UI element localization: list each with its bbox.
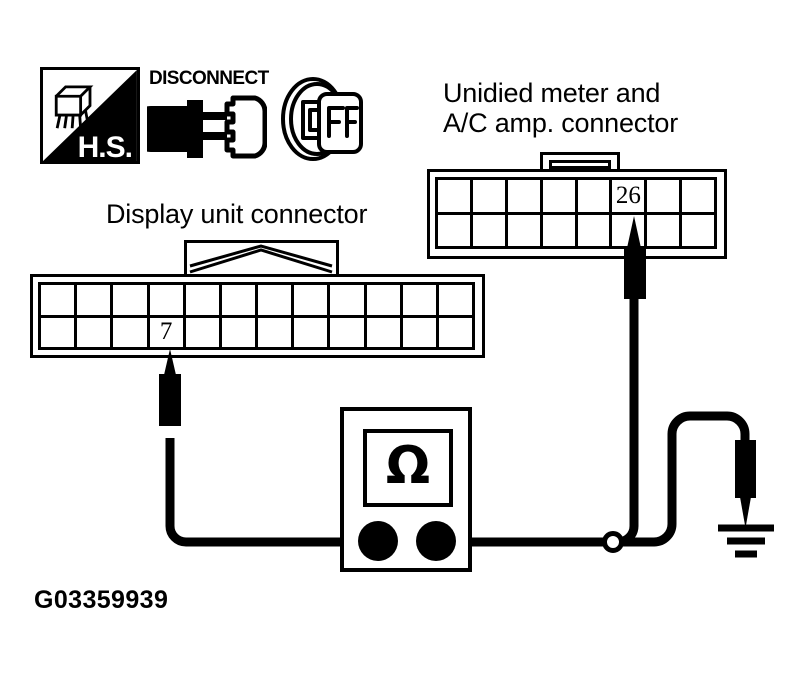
ohmmeter-left-terminal[interactable] bbox=[358, 521, 398, 561]
connector-pin-cell bbox=[77, 285, 111, 315]
connector-pin-cell bbox=[221, 285, 255, 315]
connector-pin-cell bbox=[402, 317, 436, 347]
connector-pin-cell bbox=[294, 317, 328, 347]
connector-pin-cell bbox=[438, 285, 472, 315]
ohmmeter-right-terminal[interactable] bbox=[416, 521, 456, 561]
connector-pin-cell bbox=[682, 214, 714, 246]
connector-pin-cell bbox=[438, 317, 472, 347]
wire-junction-node bbox=[602, 531, 624, 553]
ignition-off-icon bbox=[277, 72, 363, 164]
connector-pin-cell bbox=[507, 214, 540, 246]
ohmmeter-display: Ω bbox=[363, 429, 453, 507]
connector-pin-cell bbox=[577, 180, 610, 212]
wire-meter-to-display bbox=[165, 438, 340, 547]
unified-meter-ac-amp-connector[interactable]: 26 bbox=[427, 152, 727, 259]
unified-meter-label: Unidied meter and A/C amp. connector bbox=[443, 78, 679, 139]
connector-pin-cell bbox=[507, 180, 540, 212]
figure-code: G03359939 bbox=[34, 586, 169, 614]
display-unit-label: Display unit connector bbox=[106, 199, 368, 229]
connector-tab bbox=[184, 240, 339, 277]
connector-pin-cell bbox=[77, 317, 111, 347]
wire-junction-to-ground bbox=[613, 411, 750, 547]
connector-pin-cell bbox=[185, 285, 219, 315]
wire-meter-to-pin26 bbox=[472, 290, 639, 547]
connector-pin-cell bbox=[647, 214, 680, 246]
connector-pin-cell-26: 26 bbox=[612, 180, 645, 212]
connector-pin-cell bbox=[542, 180, 575, 212]
probe-display-pin-7 bbox=[159, 349, 181, 426]
connector-pin-cell bbox=[472, 180, 505, 212]
connector-pin-cell bbox=[647, 180, 680, 212]
connector-pin-cell bbox=[472, 214, 505, 246]
connector-pin-cell bbox=[113, 285, 147, 315]
connector-pin-cell bbox=[185, 317, 219, 347]
connector-pin-cell bbox=[330, 285, 364, 315]
connector-pin-cell bbox=[577, 214, 610, 246]
connector-pin-cell bbox=[258, 285, 292, 315]
hs-icon-label: H.S. bbox=[77, 131, 133, 164]
connector-pin-cell bbox=[438, 214, 470, 246]
disconnect-icon: DISCONNECT bbox=[147, 68, 269, 164]
connector-pin-cell bbox=[366, 317, 400, 347]
connector-pin-grid: 7 bbox=[38, 282, 475, 350]
connector-pin-cell bbox=[149, 285, 183, 315]
connector-pin-cell bbox=[221, 317, 255, 347]
connector-pin-cell bbox=[41, 285, 75, 315]
pin-number-label: 26 bbox=[615, 181, 641, 209]
connector-pin-cell bbox=[438, 180, 470, 212]
connector-pin-cell bbox=[294, 285, 328, 315]
connector-tab-detail bbox=[189, 244, 333, 274]
hs-icon-diagonal bbox=[43, 70, 137, 161]
ohm-symbol: Ω bbox=[385, 436, 431, 496]
connector-tab-slot bbox=[549, 160, 611, 169]
connector-pin-cell bbox=[682, 180, 714, 212]
connector-pin-cell bbox=[366, 285, 400, 315]
probe-ground bbox=[735, 440, 756, 528]
ground-symbol bbox=[718, 524, 774, 558]
disconnect-icon-graphic bbox=[147, 95, 267, 159]
probe-meter-pin-26 bbox=[624, 216, 646, 299]
disconnect-icon-label: DISCONNECT bbox=[149, 68, 269, 89]
hs-icon: H.S. bbox=[40, 67, 140, 164]
ohmmeter[interactable]: Ω bbox=[340, 407, 472, 572]
pin-number-label: 7 bbox=[159, 318, 173, 346]
connector-pin-cell-7: 7 bbox=[149, 317, 183, 347]
ignition-off-icon-graphic bbox=[281, 77, 363, 161]
connector-pin-grid: 26 bbox=[435, 177, 717, 249]
connector-pin-cell bbox=[41, 317, 75, 347]
connector-pin-cell bbox=[258, 317, 292, 347]
display-unit-connector[interactable]: 7 bbox=[30, 240, 485, 358]
connector-pin-cell bbox=[113, 317, 147, 347]
connector-pin-cell bbox=[330, 317, 364, 347]
connector-pin-cell bbox=[402, 285, 436, 315]
connector-pin-cell bbox=[542, 214, 575, 246]
